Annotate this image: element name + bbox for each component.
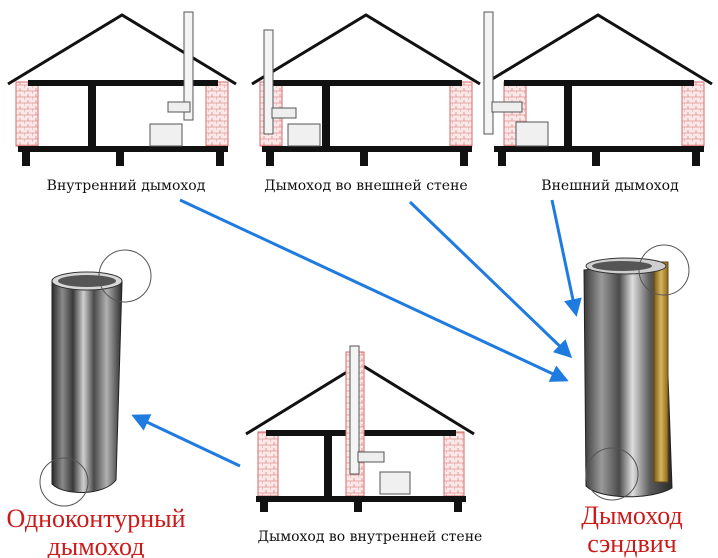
house-external-wall-chimney: Дымоход во внешней стене (251, 13, 481, 194)
single-wall-pipe: Одноконтурный дымоход (6, 249, 186, 558)
house-label-external-wall: Дымоход во внешней стене (264, 178, 467, 194)
left-wall (15, 81, 39, 147)
boiler (287, 123, 321, 147)
floor-slab (18, 146, 228, 152)
house-label-external: Внешний дымоход (541, 178, 679, 194)
right-wall (205, 81, 229, 147)
inner-column (88, 86, 96, 146)
house-internal-chimney: Внутренний дымоход (7, 11, 237, 194)
single-pipe-label-line1: Одноконтурный (6, 504, 185, 533)
arrow-internal-to-sandwich (179, 198, 569, 382)
detail-circle-top (98, 249, 152, 303)
detail-circle-bottom (585, 447, 639, 501)
roof (483, 13, 713, 86)
sandwich-pipe-label-line2: сэндвич (587, 529, 676, 558)
inner-column (322, 86, 330, 146)
inner-column (324, 436, 332, 496)
chimney-pipe (483, 11, 494, 135)
detail-circle-bottom (39, 457, 89, 507)
pipe-outer (583, 261, 673, 498)
single-pipe-label-line2: дымоход (48, 532, 145, 558)
house-label-internal-wall: Дымоход во внутренней стене (258, 529, 483, 545)
arrow-external-wall-to-sandwich (408, 200, 573, 359)
roof (251, 13, 481, 86)
boiler (379, 471, 411, 495)
ceiling-slab (504, 80, 694, 86)
right-wall (449, 81, 473, 147)
chimney-pipe (349, 345, 360, 475)
floor-slab (256, 496, 466, 502)
roof (7, 13, 237, 86)
boiler (149, 123, 183, 147)
ceiling-slab (28, 80, 218, 86)
arrow-internal-wall-to-single (131, 414, 241, 468)
chimney-pipe (263, 29, 274, 135)
right-wall (443, 431, 465, 497)
chimney-pipe (183, 11, 194, 121)
house-internal-wall-chimney: Дымоход во внутренней стене (245, 345, 483, 545)
arrows (131, 198, 582, 468)
sandwich-pipe: Дымоход сэндвич (581, 244, 690, 558)
left-wall (257, 431, 279, 497)
house-label-internal: Внутренний дымоход (47, 178, 206, 194)
house-external-chimney: Внешний дымоход (483, 11, 713, 194)
inner-column (564, 86, 572, 146)
arrow-external-to-sandwich (550, 199, 582, 317)
right-wall (681, 81, 705, 147)
pipe-body (51, 272, 123, 494)
floor-slab (494, 146, 704, 152)
detail-circle-top (638, 244, 690, 296)
ceiling-slab (272, 80, 462, 86)
floor-slab (262, 146, 472, 152)
boiler (515, 121, 549, 147)
sandwich-pipe-label-line1: Дымоход (581, 501, 683, 530)
